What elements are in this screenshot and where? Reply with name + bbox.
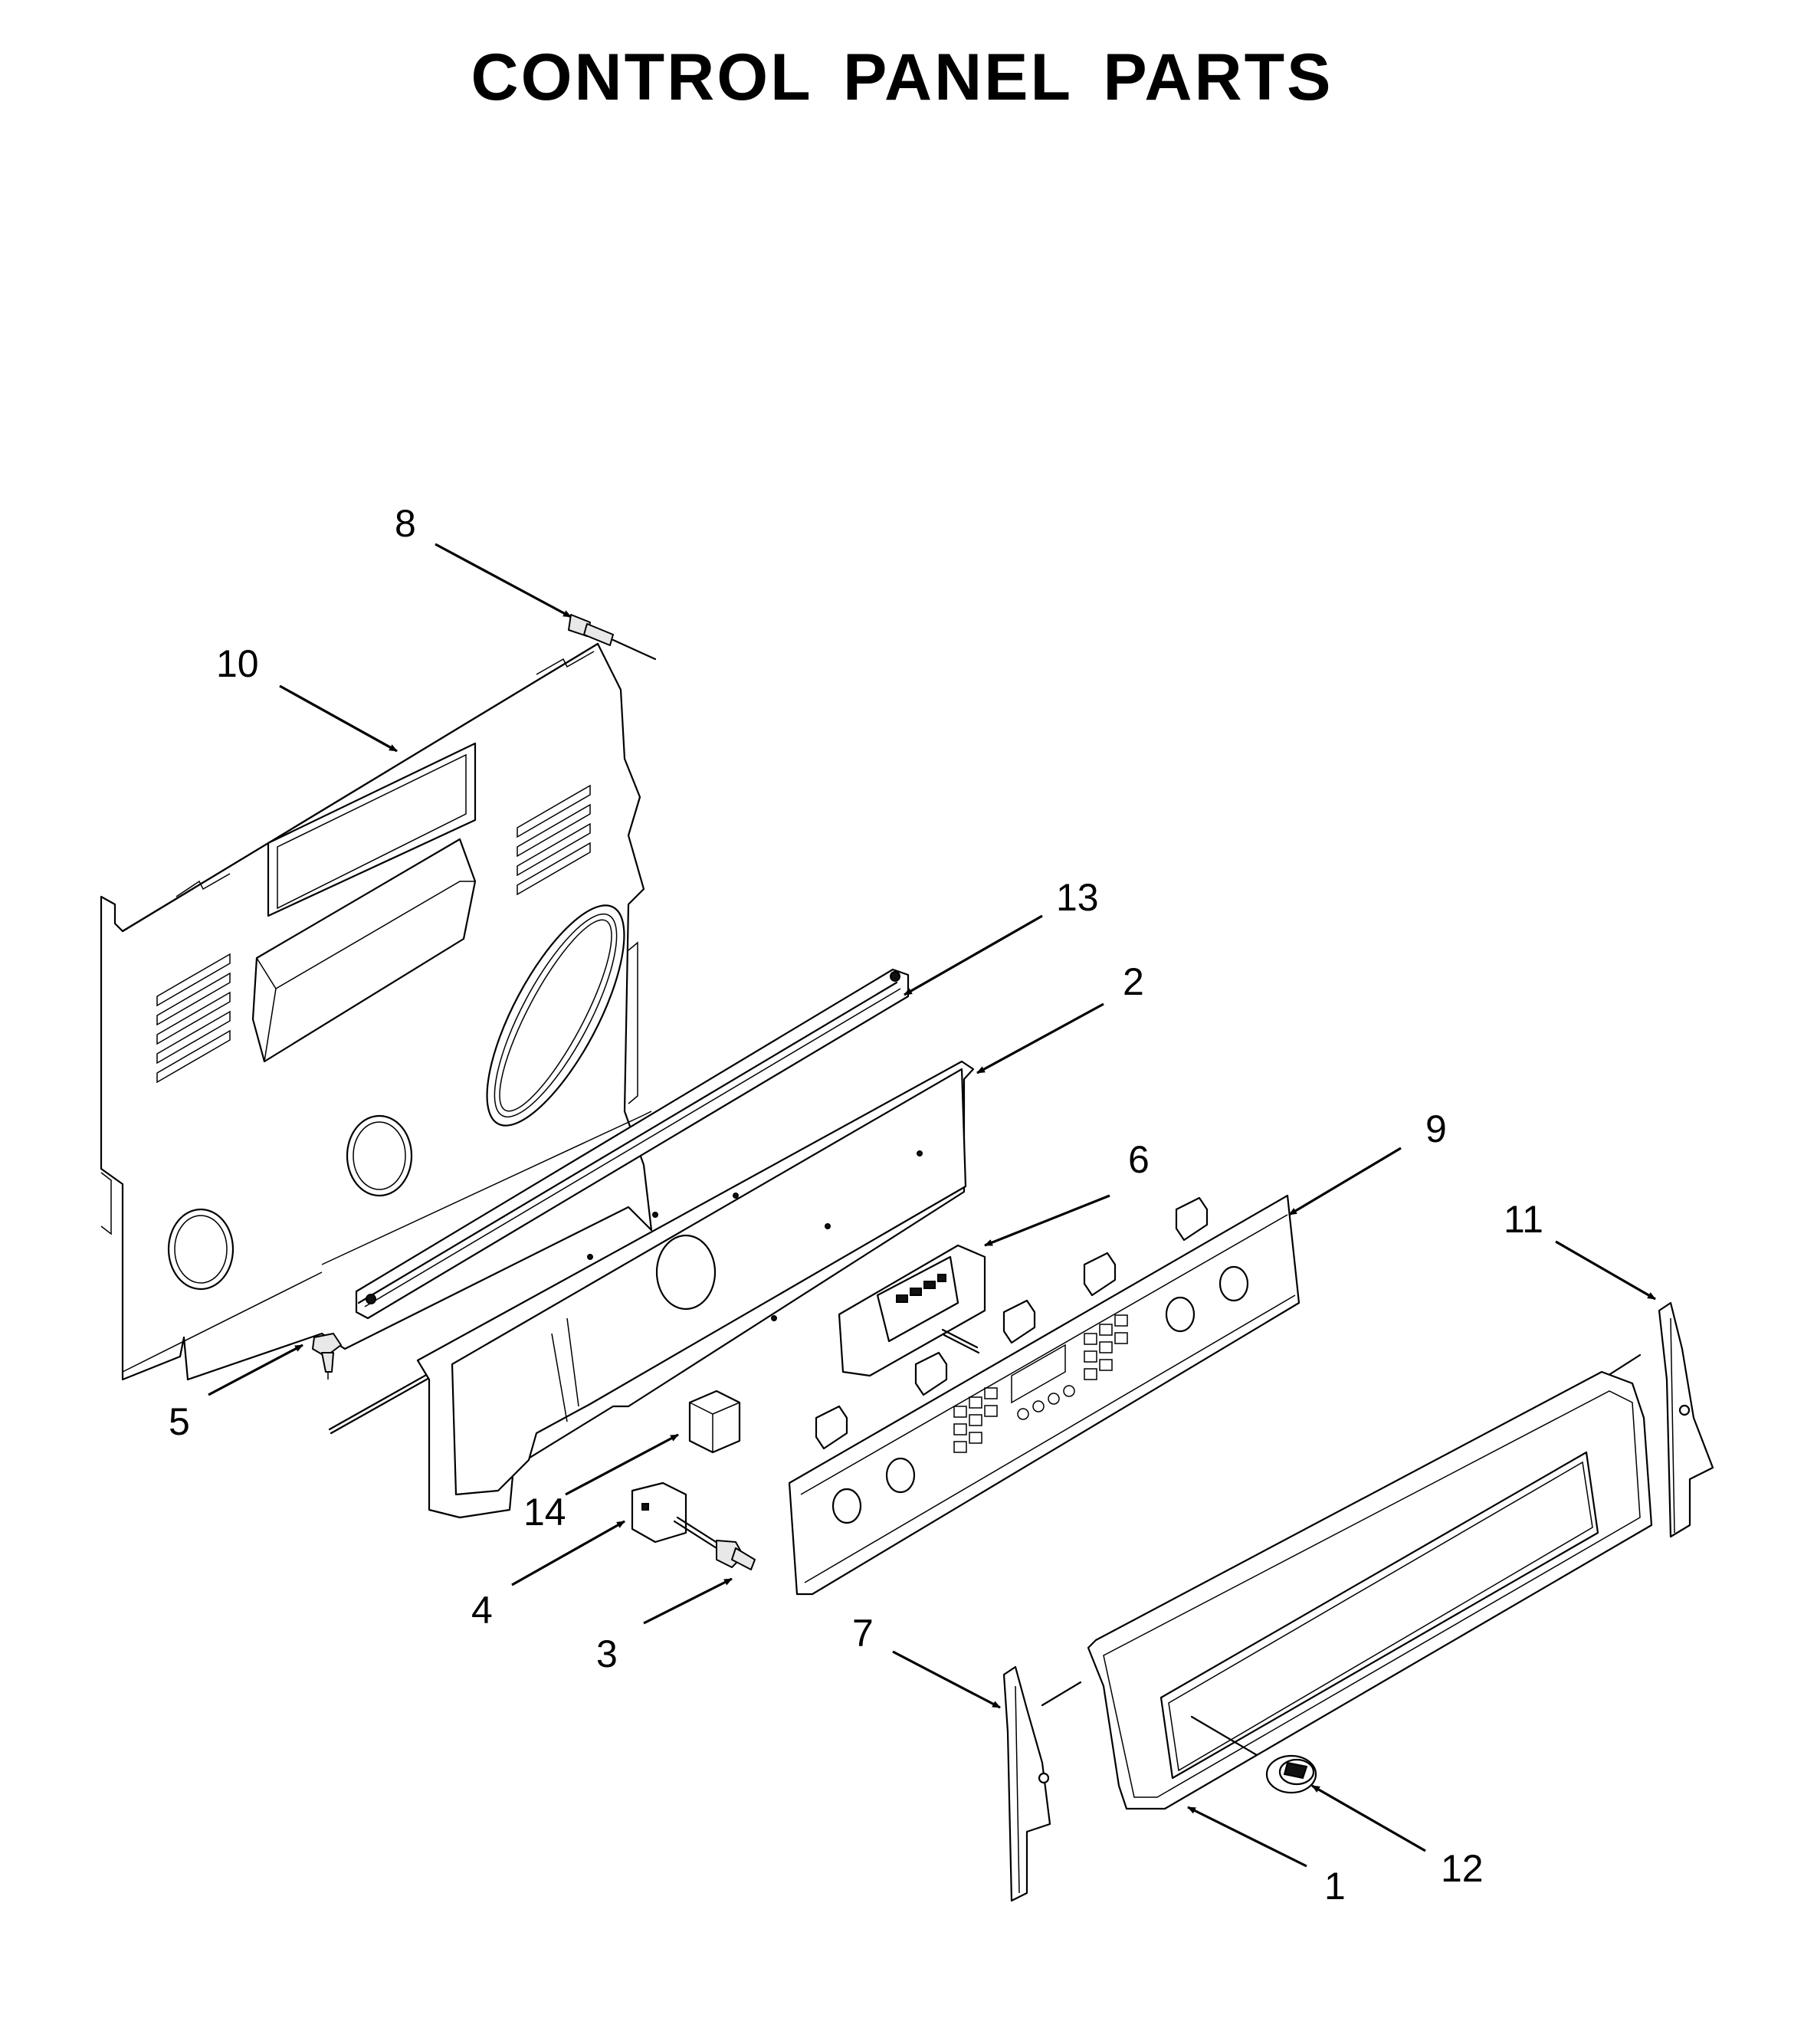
part-end-bracket-11 [1600, 1301, 1714, 1538]
callout-9: 9 [1425, 1107, 1447, 1150]
callout-1: 1 [1324, 1865, 1346, 1908]
callout-6: 6 [1128, 1138, 1150, 1181]
part-end-bracket-7 [1002, 1665, 1082, 1902]
part-control-housing-2 [416, 1060, 975, 1519]
callout-arrows [208, 543, 1656, 1868]
callout-3: 3 [596, 1632, 618, 1675]
part-control-panel-9 [788, 1194, 1301, 1596]
callout-8: 8 [395, 502, 416, 545]
callout-5: 5 [169, 1400, 190, 1443]
part-switch-4 [631, 1481, 721, 1550]
callout-14: 14 [523, 1491, 566, 1534]
callout-13: 13 [1056, 876, 1099, 919]
callout-11: 11 [1504, 1198, 1543, 1241]
part-trim-frame-1 [1087, 1370, 1653, 1810]
part-rear-console-panel [100, 642, 653, 1381]
callout-labels: 8 10 13 2 9 6 11 5 14 4 3 7 1 12 [169, 502, 1543, 1908]
callout-12: 12 [1441, 1847, 1484, 1890]
part-screw-8 [568, 614, 657, 661]
part-control-board-6 [838, 1244, 986, 1377]
part-knob-12 [1265, 1754, 1317, 1794]
diagram-title: CONTROL PANEL PARTS [471, 41, 1333, 114]
callout-7: 7 [852, 1612, 874, 1655]
part-bracket-13 [328, 968, 910, 1435]
callout-4: 4 [471, 1589, 493, 1632]
part-screw-5 [312, 1333, 342, 1380]
callout-2: 2 [1123, 960, 1144, 1003]
part-screw-3 [716, 1540, 756, 1570]
callout-10: 10 [216, 642, 259, 685]
part-relay-14 [688, 1389, 741, 1454]
